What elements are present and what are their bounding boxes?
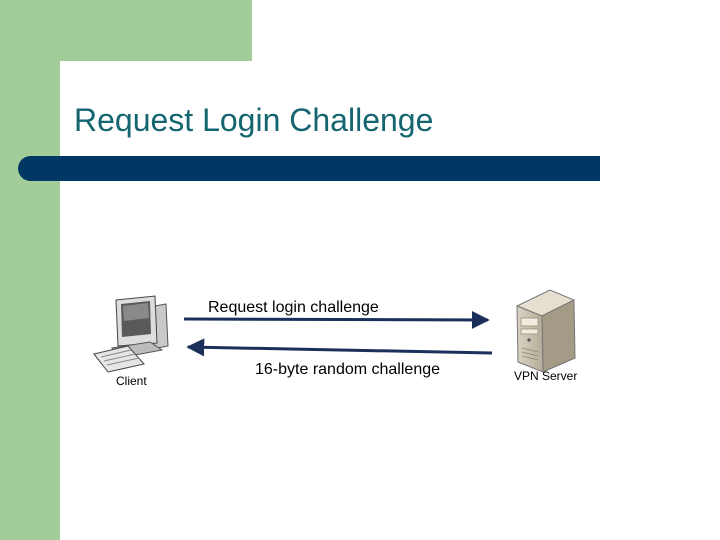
challenge-message-label: 16-byte random challenge (255, 361, 441, 378)
slide-title: Request Login Challenge (74, 102, 434, 138)
request-arrow (183, 310, 490, 329)
request-message-label: Request login challenge (208, 299, 379, 316)
server-label: VPN Server (514, 369, 578, 383)
green-top-block (60, 0, 252, 61)
tower-server-icon (515, 289, 576, 373)
challenge-arrow (186, 338, 493, 357)
green-sidebar (0, 0, 60, 540)
client-label: Client (116, 374, 147, 388)
title-underline-bar (18, 156, 600, 181)
desktop-computer-icon (93, 295, 169, 373)
